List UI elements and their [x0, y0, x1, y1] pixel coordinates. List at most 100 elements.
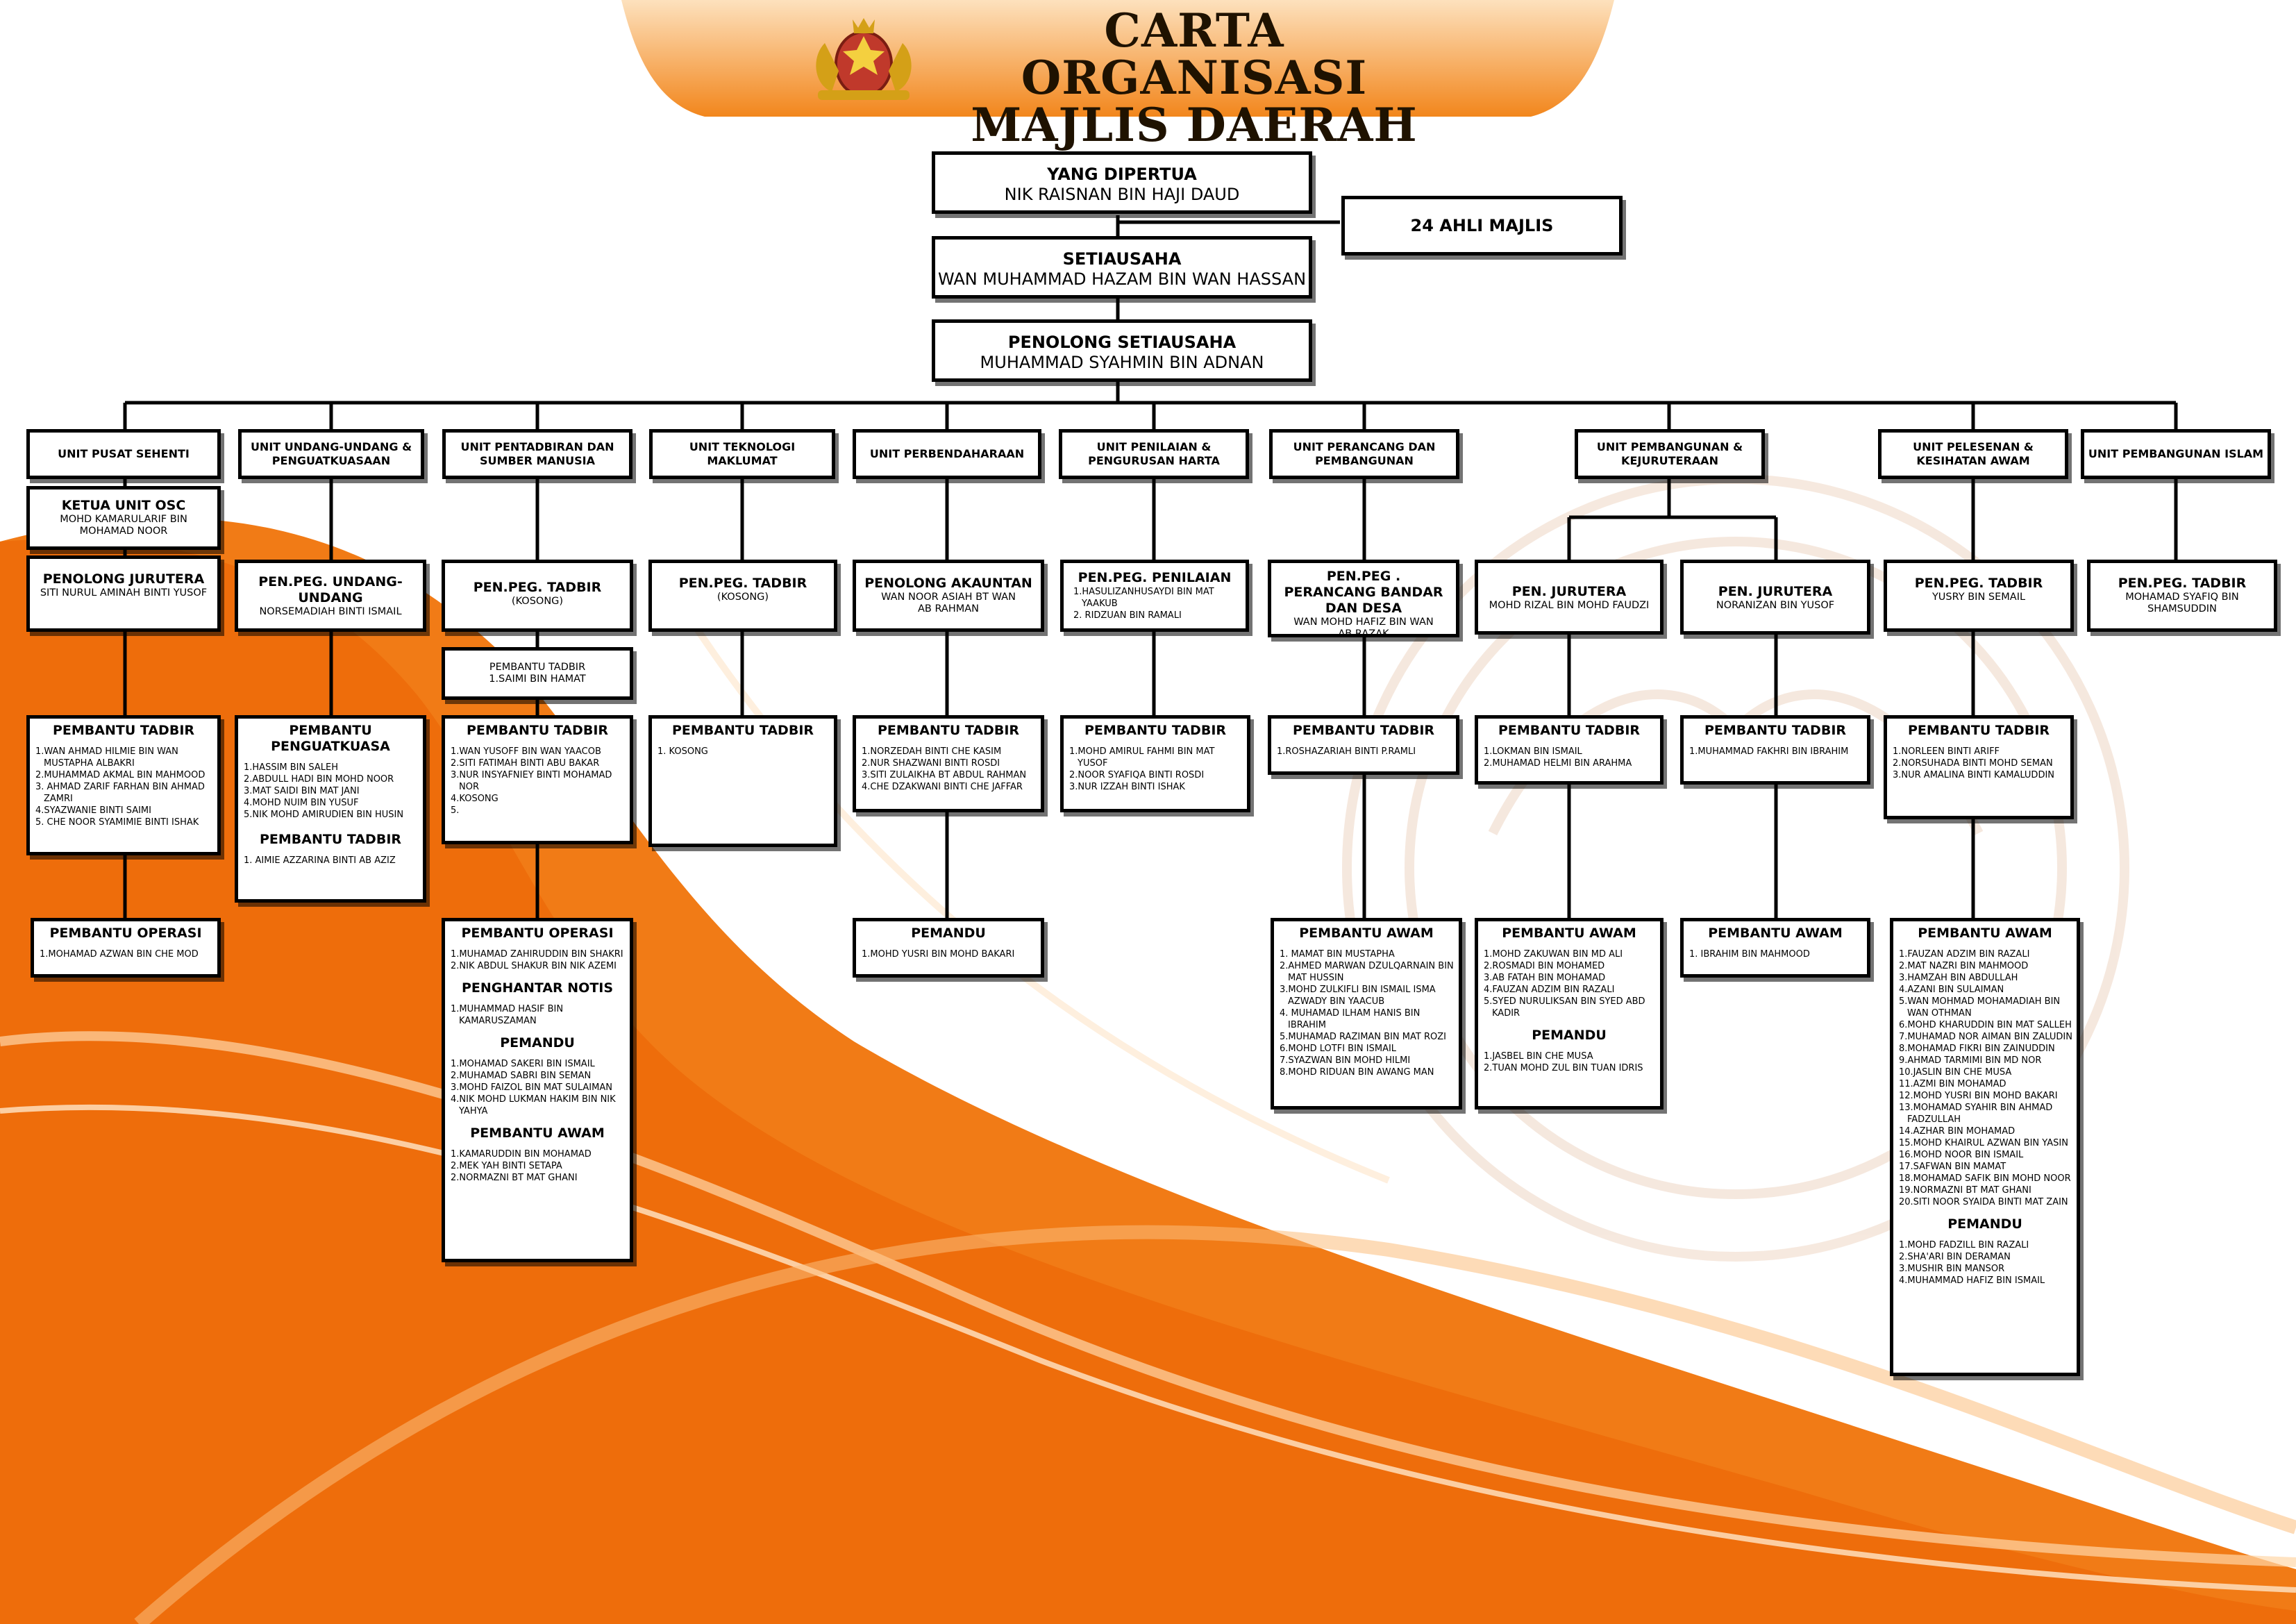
list-item: 6.MOHD KHARUDDIN BIN MAT SALLEH: [1899, 1020, 2072, 1030]
list-item: 1.ROSHAZARIAH BINTI P.RAMLI: [1277, 746, 1416, 757]
setiausaha-title: SETIAUSAHA: [1062, 249, 1182, 269]
officer-box: PEN.PEG. TADBIR MOHAMAD SYAFIQ BIN SHAMS…: [2087, 560, 2277, 632]
officer-box: PEN.PEG. TADBIR (KOSONG): [442, 560, 633, 632]
officer-title: PEN.PEG. TADBIR: [2118, 576, 2247, 591]
unit-box: UNIT UNDANG-UNDANG & PENGUATKUASAAN: [238, 429, 424, 479]
list-item: 1.NORZEDAH BINTI CHE KASIM: [862, 746, 1002, 757]
pembantu-tadbir-box: PEMBANTU TADBIR 1.LOKMAN BIN ISMAIL 2.MU…: [1475, 715, 1664, 785]
unit-name: UNIT UNDANG-UNDANG & PENGUATKUASAAN: [250, 440, 412, 467]
list-item: 2. RIDZUAN BIN RAMALI: [1073, 610, 1182, 621]
list-item: 1.MOHD AMIRUL FAHMI BIN MAT YUSOF: [1069, 746, 1215, 769]
list-item: 3.MAT SAIDI BIN MAT JANI: [244, 786, 360, 796]
section-title: PEMANDU: [911, 926, 986, 941]
ketua-osc-name: MOHD KAMARULARIF BIN MOHAMAD NOOR: [60, 514, 187, 537]
penolong-setiausaha-name: MUHAMMAD SYAHMIN BIN ADNAN: [980, 353, 1264, 372]
list-item: 1.MOHD FADZILL BIN RAZALI: [1899, 1240, 2029, 1250]
officer-box: PEN. JURUTERA NORANIZAN BIN YUSOF: [1680, 560, 1870, 635]
list-item: 2.MEK YAH BINTI SETAPA: [451, 1161, 562, 1171]
staff-list: 1.MUHAMMAD FAKHRI BIN IBRAHIM: [1684, 746, 1867, 757]
list-item: 4.NIK MOHD LUKMAN HAKIM BIN NIK YAHYA: [451, 1094, 616, 1116]
pembantu-tadbir-box: PEMBANTU TADBIR 1.ROSHAZARIAH BINTI P.RA…: [1268, 715, 1459, 775]
list-item: 2.SITI FATIMAH BINTI ABU BAKAR: [451, 758, 600, 769]
section-title: PENGHANTAR NOTIS: [461, 980, 614, 996]
yang-dipertua-title: YANG DIPERTUA: [1047, 165, 1197, 184]
staff-list: 1.MOHD ZAKUWAN BIN MD ALI 2.ROSMADI BIN …: [1478, 948, 1660, 1019]
pembantu-tadbir-box: PEMBANTU TADBIR 1.NORZEDAH BINTI CHE KAS…: [853, 715, 1044, 812]
list-item: 4. MUHAMAD ILHAM HANIS BIN IBRAHIM: [1280, 1008, 1421, 1030]
list-item: 2.MUHAMAD SABRI BIN SEMAN: [451, 1071, 592, 1081]
crest-icon: [816, 18, 912, 100]
list-item: 2.ABDULL HADI BIN MOHD NOOR: [244, 774, 394, 785]
section-title: PEMANDU: [500, 1035, 575, 1050]
unit-name: UNIT PENTADBIRAN DAN SUMBER MANUSIA: [460, 440, 614, 467]
unit-box: UNIT PELESENAN & KESIHATAN AWAM: [1878, 429, 2068, 479]
section-title: PEMBANTU TADBIR: [1084, 723, 1227, 738]
list-item: 6.MOHD LOTFI BIN ISMAIL: [1280, 1044, 1397, 1054]
officer-title: PENOLONG JURUTERA: [42, 571, 205, 587]
section-title: PEMBANTU OPERASI: [49, 926, 202, 941]
staff-list: 1.MOHD FADZILL BIN RAZALI 2.SHA'ARI BIN …: [1893, 1239, 2077, 1287]
list-item: 2.MAT NAZRI BIN MAHMOOD: [1899, 961, 2029, 971]
list-item: 2.MUHAMMAD AKMAL BIN MAHMOOD: [35, 770, 206, 780]
officer-box: PEN.PEG . PERANCANG BANDAR DAN DESA WAN …: [1268, 560, 1459, 637]
pembantu-tadbir-box: PEMBANTU TADBIR 1.MOHD AMIRUL FAHMI BIN …: [1060, 715, 1250, 812]
staff-list: 1.MUHAMMAD HASIF BIN KAMARUSZAMAN: [445, 1003, 630, 1027]
list-item: 4.AZANI BIN SULAIMAN: [1899, 985, 2004, 995]
list-item: 4.MOHD NUIM BIN YUSUF: [244, 798, 359, 808]
ketua-osc-title: KETUA UNIT OSC: [61, 498, 186, 513]
list-item: 1.MUHAMMAD FAKHRI BIN IBRAHIM: [1689, 746, 1849, 757]
staff-list: 1.MOHD YUSRI BIN MOHD BAKARI: [856, 948, 1041, 960]
pembantu-awam-box: PEMBANTU AWAM 1. MAMAT BIN MUSTAPHA 2.AH…: [1271, 918, 1462, 1110]
list-item: 1.NORLEEN BINTI ARIFF: [1893, 746, 2000, 757]
list-item: 8.MOHAMAD FIKRI BIN ZAINUDDIN: [1899, 1044, 2055, 1054]
list-item: 16.MOHD NOOR BIN ISMAIL: [1899, 1150, 2024, 1160]
list-item: 3.AB FATAH BIN MOHAMAD: [1484, 973, 1606, 983]
officer-name: YUSRY BIN SEMAIL: [1932, 592, 2026, 603]
list-item: 1.MOHD ZAKUWAN BIN MD ALI: [1484, 949, 1623, 960]
list-item: 1.MOHAMAD AZWAN BIN CHE MOD: [40, 949, 199, 960]
unit-name: UNIT PENILAIAN & PENGURUSAN HARTA: [1088, 440, 1220, 467]
section-title: PEMBANTU TADBIR: [52, 723, 195, 738]
officer-name: MOHAMAD SYAFIQ BIN SHAMSUDDIN: [2125, 592, 2239, 614]
officer-title: PEN.PEG. TADBIR: [473, 580, 602, 595]
officer-name: WAN MOHD HAFIZ BIN WAN AB RAZAK: [1293, 617, 1434, 637]
officer-title: PEN.PEG. PENILAIAN: [1078, 570, 1232, 585]
list-item: 10.JASLIN BIN CHE MUSA: [1899, 1067, 2012, 1078]
penolong-setiausaha-title: PENOLONG SETIAUSAHA: [1007, 333, 1237, 352]
list-item: 1.WAN YUSOFF BIN WAN YAACOB: [451, 746, 601, 757]
officer-name: (KOSONG): [511, 596, 564, 607]
pembantu-tadbir-box: PEMBANTU TADBIR 1.WAN YUSOFF BIN WAN YAA…: [442, 715, 633, 844]
unit-box: UNIT PEMBANGUNAN & KEJURUTERAAN: [1575, 429, 1765, 479]
unit-name: UNIT PERANCANG DAN PEMBANGUNAN: [1293, 440, 1436, 467]
officer-name: NORANIZAN BIN YUSOF: [1716, 600, 1835, 611]
list-item: 1. KOSONG: [657, 746, 708, 757]
yang-dipertua-box: YANG DIPERTUA NIK RAISNAN BIN HAJI DAUD: [932, 151, 1312, 214]
list-item: 2.MUHAMAD HELMI BIN ARAHMA: [1484, 758, 1632, 769]
staff-list: 1.NORZEDAH BINTI CHE KASIM 2.NUR SHAZWAN…: [856, 746, 1041, 793]
list-item: 2.AHMED MARWAN DZULQARNAIN BIN MAT HUSSI…: [1280, 961, 1454, 983]
pembantu-operasi-box: PEMBANTU OPERASI 1.MOHAMAD AZWAN BIN CHE…: [31, 918, 221, 978]
list-item: 1.JASBEL BIN CHE MUSA: [1484, 1051, 1593, 1062]
officer-box: PEN.PEG. PENILAIAN 1.HASULIZANHUSAYDI BI…: [1060, 560, 1249, 632]
list-item: 1. IBRAHIM BIN MAHMOOD: [1689, 949, 1810, 960]
staff-list: 1.MOHAMAD AZWAN BIN CHE MOD: [34, 948, 217, 960]
list-item: 5.MUHAMAD RAZIMAN BIN MAT ROZI: [1280, 1032, 1446, 1042]
officer-title: PEN.PEG. TADBIR: [678, 576, 807, 591]
list-item: 5. CHE NOOR SYAMIMIE BINTI ISHAK: [35, 817, 199, 828]
list-item: 1.MUHAMMAD HASIF BIN KAMARUSZAMAN: [451, 1004, 564, 1026]
section-title: PEMBANTU PENGUATKUASA: [271, 723, 390, 754]
list-item: 1. MAMAT BIN MUSTAPHA: [1280, 949, 1395, 960]
pembantu-tadbir-small-box: PEMBANTU TADBIR 1.SAIMI BIN HAMAT: [442, 647, 633, 700]
officer-title: PEN. JURUTERA: [1511, 584, 1627, 599]
list-item: 2.NUR SHAZWANI BINTI ROSDI: [862, 758, 1000, 769]
pembantu-tadbir-box: PEMBANTU TADBIR 1.WAN AHMAD HILMIE BIN W…: [26, 715, 221, 855]
list-item: 1.FAUZAN ADZIM BIN RAZALI: [1899, 949, 2030, 960]
list-item: 1.MUHAMAD ZAHIRUDDIN BIN SHAKRI: [451, 949, 623, 960]
staff-list: 1.KAMARUDDIN BIN MOHAMAD 2.MEK YAH BINTI…: [445, 1148, 630, 1184]
officer-list: 1.HASULIZANHUSAYDI BIN MAT YAAKUB 2. RID…: [1064, 586, 1246, 621]
officer-box: PENOLONG JURUTERA SITI NURUL AMINAH BINT…: [26, 555, 221, 632]
list-item: 9.AHMAD TARMIMI BIN MD NOR: [1899, 1055, 2042, 1066]
list-item: 5.WAN MOHMAD MOHAMADIAH BIN WAN OTHMAN: [1899, 996, 2061, 1019]
chart-title-line1: CARTA ORGANISASI: [1021, 3, 1368, 105]
section-title: PEMBANTU AWAM: [1708, 926, 1843, 941]
